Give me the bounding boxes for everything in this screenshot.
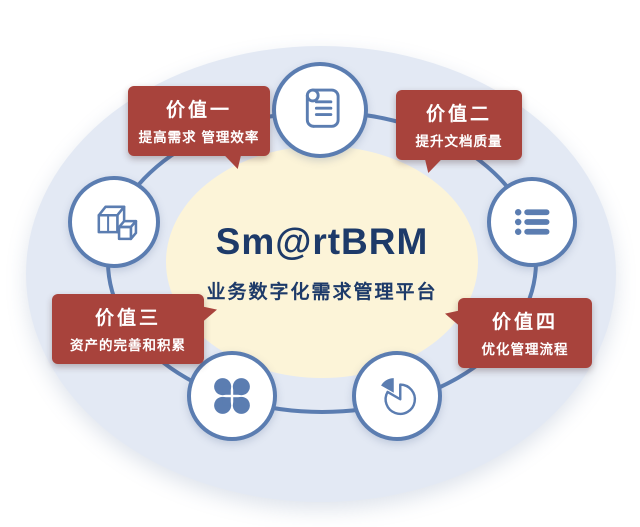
value-3-label: 价值三	[94, 308, 161, 329]
list-icon-circle	[487, 177, 577, 267]
platform-title: Sm@rtBRM	[215, 220, 429, 262]
value-1-banner: 价值一 提高需求 管理效率	[128, 86, 270, 169]
platform-subtitle: 业务数字化需求管理平台	[206, 281, 438, 303]
clover-icon-circle	[187, 351, 277, 441]
center-text-block: Sm@rtBRM 业务数字化需求管理平台	[166, 146, 478, 378]
value-1-label: 价值一	[165, 100, 232, 121]
center-ellipse	[166, 146, 478, 378]
value-4-label: 价值四	[491, 312, 558, 333]
pie-chart-icon	[381, 378, 417, 416]
value-2-banner: 价值二 提升文档质量	[396, 90, 522, 173]
package-icon	[97, 205, 138, 241]
clover-icon	[214, 378, 250, 414]
list-icon	[514, 209, 550, 235]
value-2-desc: 提升文档质量	[415, 134, 503, 149]
value-4-desc: 优化管理流程	[481, 342, 569, 357]
package-icon-circle	[68, 176, 160, 268]
scroll-icon	[305, 88, 340, 128]
scroll-icon-circle	[272, 62, 368, 158]
value-1-desc: 提高需求 管理效率	[138, 130, 260, 145]
value-2-label: 价值二	[425, 104, 492, 125]
value-3-desc: 资产的完善和积累	[70, 338, 186, 353]
value-4-banner: 价值四 优化管理流程	[445, 298, 592, 368]
pie-chart-icon-circle	[352, 351, 442, 441]
value-3-banner: 价值三 资产的完善和积累	[52, 294, 217, 364]
